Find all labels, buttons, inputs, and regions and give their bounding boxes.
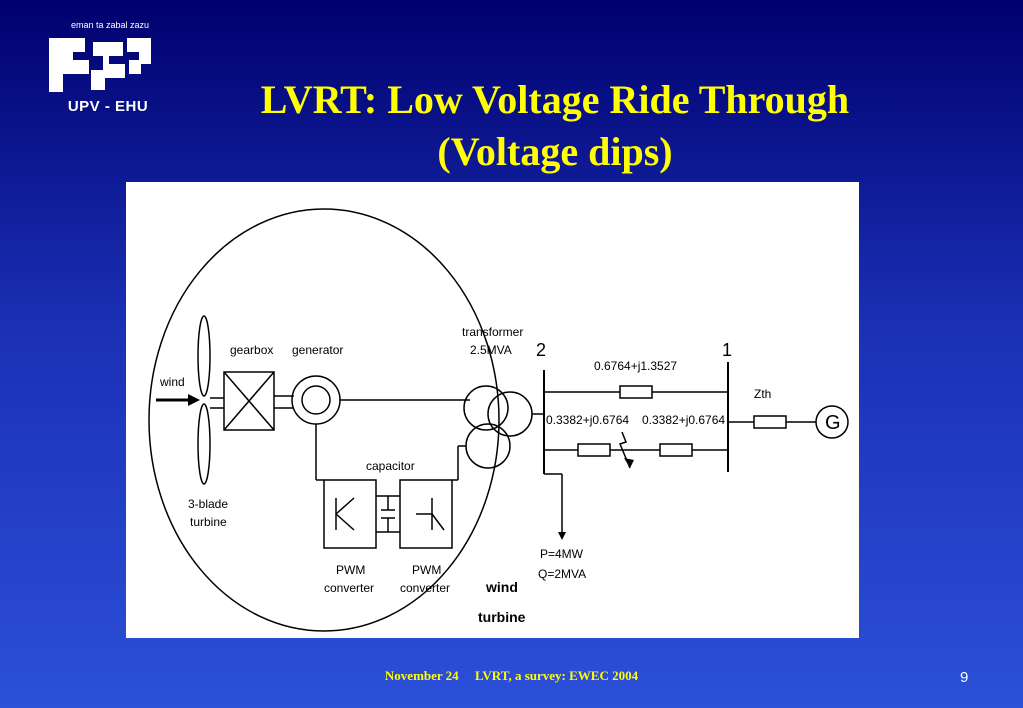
turbine-blade-bottom — [197, 403, 211, 485]
logo-motto: eman ta zabal zazu — [70, 20, 150, 30]
wind-turbine-label-1: wind — [485, 579, 518, 595]
gearbox-label: gearbox — [230, 343, 273, 357]
zth-resistor — [753, 415, 787, 429]
node-1-label: 1 — [722, 340, 732, 360]
generator-label: generator — [292, 343, 343, 357]
turbine-label-1: 3-blade — [188, 497, 228, 511]
transformer-coil-1 — [463, 385, 509, 431]
title-line-2: (Voltage dips) — [437, 129, 673, 174]
transformer-rating-label: 2.5MVA — [470, 343, 512, 357]
footer-date: November 24 — [384, 668, 459, 683]
slide-footer: November 24 LVRT, a survey: EWEC 2004 — [0, 668, 1023, 684]
footer-text: LVRT, a survey: EWEC 2004 — [474, 668, 639, 683]
load-arrow-head — [558, 532, 566, 540]
page-number: 9 — [960, 669, 969, 686]
pwm-converter-1-box — [323, 479, 377, 549]
pwm-converter-2-box — [399, 479, 453, 549]
pwm-converter-2-sublabel: converter — [400, 581, 450, 595]
logo-emblem-icon — [49, 38, 151, 92]
gearbox-box — [223, 371, 275, 431]
turbine-blade-top — [197, 315, 211, 397]
grid-source-circle — [815, 405, 849, 439]
load-p-label: P=4MW — [540, 547, 584, 561]
wind-turbine-label-2: turbine — [478, 609, 526, 625]
circuit-svg: wind gearbox generator transformer 2.5MV… — [148, 208, 849, 632]
pwm-converter-1-sublabel: converter — [324, 581, 374, 595]
slide-title: LVRT: Low Voltage Ride Through (Voltage … — [160, 74, 950, 178]
load-q-label: Q=2MVA — [538, 567, 586, 581]
university-logo: eman ta zabal zazu UPV - EHU — [20, 20, 180, 130]
zth-label: Zth — [754, 387, 771, 401]
fault-symbol — [618, 431, 631, 469]
impedance-top-resistor — [619, 385, 653, 399]
impedance-left-label: 0.3382+j0.6764 — [546, 413, 629, 427]
grid-label: G — [825, 412, 841, 434]
node-2-label: 2 — [536, 340, 546, 360]
generator-circle — [291, 375, 341, 425]
transformer-label: transformer — [462, 325, 523, 339]
pwm-converter-1-label: PWM — [336, 563, 365, 577]
transformer-coil-2 — [487, 391, 533, 437]
title-line-1: LVRT: Low Voltage Ride Through — [260, 77, 850, 122]
pwm-converter-2-label: PWM — [412, 563, 441, 577]
lvrt-circuit-diagram: wind gearbox generator transformer 2.5MV… — [126, 182, 859, 638]
impedance-right-label: 0.3382+j0.6764 — [642, 413, 725, 427]
wind-arrow-icon — [188, 394, 200, 406]
capacitor-label: capacitor — [366, 459, 415, 473]
wind-label: wind — [159, 375, 185, 389]
impedance-top-label: 0.6764+j1.3527 — [594, 359, 677, 373]
impedance-right-resistor — [659, 443, 693, 457]
impedance-left-resistor — [577, 443, 611, 457]
turbine-label-2: turbine — [190, 515, 227, 529]
wind-turbine-boundary — [148, 208, 500, 632]
logo-name: UPV - EHU — [67, 98, 149, 115]
